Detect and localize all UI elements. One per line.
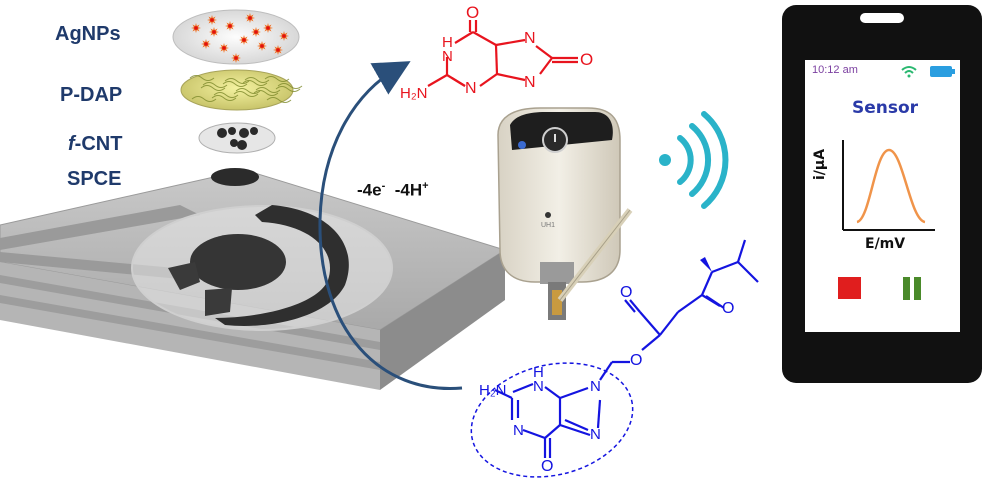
pdap-fiber <box>244 77 270 83</box>
drug-atom-nh-h: H <box>533 364 544 381</box>
bluetooth-icon <box>518 141 526 149</box>
agnp-core <box>222 46 226 50</box>
counter-electrode <box>215 205 349 326</box>
layer-stack <box>172 9 303 186</box>
pdap-fiber <box>222 81 248 87</box>
electron-count: -4e <box>357 180 382 200</box>
pdap-fiber <box>211 95 237 101</box>
drug-atom-o-ether: O <box>630 352 643 369</box>
agnp-core <box>276 48 280 52</box>
agnp-core <box>210 18 214 22</box>
pdap-fiber <box>202 82 228 88</box>
drug-atom-nh-n: N <box>533 378 544 395</box>
phone-screen <box>805 60 960 332</box>
pdap-fiber <box>200 85 226 91</box>
ox-atom-o-right: O <box>580 50 594 69</box>
agnp-core <box>260 44 264 48</box>
agnps-disk <box>172 9 300 65</box>
ox-atom-n-mid: N <box>465 80 477 97</box>
wifi-icon <box>659 111 729 209</box>
ox-atom-n-bottom: N <box>524 74 536 91</box>
pdap-fiber <box>277 83 303 89</box>
fcnt-prefix: f <box>68 133 75 155</box>
agnp-core <box>254 30 258 34</box>
agnp-core <box>204 42 208 46</box>
pdap-fiber <box>242 80 268 86</box>
phone-title: Sensor <box>852 98 919 118</box>
agnp-core <box>228 24 232 28</box>
ox-atom-nh: H N <box>442 34 453 65</box>
redox-cycle-arrow <box>318 61 463 390</box>
working-electrode <box>190 234 286 290</box>
ox-atom-amine: H₂N <box>400 85 428 102</box>
phone-time: 10:12 am <box>812 64 858 76</box>
spce-label: SPCE <box>67 168 122 190</box>
potentiostat-device <box>497 107 633 320</box>
pdap-fiber <box>191 96 217 102</box>
fcnt-disk <box>198 122 276 154</box>
reaction-label: -4e- -4H+ <box>357 180 429 201</box>
agnp-core <box>234 56 238 60</box>
plot-y-label: i/μA <box>812 148 828 180</box>
electron-charge: - <box>381 180 386 192</box>
battery-icon <box>930 66 955 77</box>
drug-atom-n-ring: N <box>513 422 524 439</box>
screen-printed-electrode <box>0 169 507 390</box>
drug-atom-o-aldehyde: O <box>620 284 633 301</box>
pdap-fiber <box>233 91 259 97</box>
drug-atom-nh: H N <box>533 364 544 395</box>
oxidized-molecule-structure <box>427 20 578 87</box>
pdap-fiber <box>264 76 290 82</box>
drug-atom-amine: H₂N <box>479 382 507 399</box>
pdap-fiber <box>255 87 281 93</box>
agnp-core <box>194 26 198 30</box>
fcnt-label: f-CNT <box>68 133 122 156</box>
ox-atom-nh-n: N <box>442 48 453 65</box>
agnp-core <box>266 26 270 30</box>
plot-x-label: E/mV <box>865 236 906 252</box>
proton-count: -4H <box>394 180 423 200</box>
drug-atom-n-right: N <box>590 426 601 443</box>
proton-charge: + <box>422 180 429 192</box>
guanine-highlight-ellipse <box>470 362 634 478</box>
fcnt-suffix: -CNT <box>74 133 123 155</box>
agnp-core <box>212 30 216 34</box>
smartphone <box>782 5 982 383</box>
pdap-fiber <box>253 90 279 96</box>
device-label: UH1 <box>541 222 556 229</box>
pdap-fiber <box>213 92 239 98</box>
pdap-fiber <box>275 86 301 92</box>
spce-disk <box>211 168 259 186</box>
drug-atom-o-bottom: O <box>541 458 554 475</box>
agnps-label: AgNPs <box>55 23 121 45</box>
peak-curve <box>856 148 926 224</box>
pdap-fiber <box>189 75 215 81</box>
stop-button[interactable] <box>838 277 861 299</box>
agnp-core <box>248 16 252 20</box>
ox-atom-n-top: N <box>524 30 536 47</box>
drug-atom-o-ketone: O <box>722 300 735 317</box>
ox-atom-o-top: O <box>466 3 480 22</box>
pause-button[interactable] <box>903 277 921 300</box>
drug-atom-n-top: N <box>590 378 601 395</box>
agnp-core <box>242 38 246 42</box>
agnp-core <box>282 34 286 38</box>
pdap-fiber <box>224 78 250 84</box>
pdap-label: P-DAP <box>60 84 123 106</box>
ox-atom-nh-h: H <box>442 34 453 51</box>
pdap-fiber <box>235 88 261 94</box>
phone-wifi-icon <box>901 66 917 78</box>
drug-molecule-structure <box>470 239 759 478</box>
pdap-fiber <box>266 97 292 103</box>
